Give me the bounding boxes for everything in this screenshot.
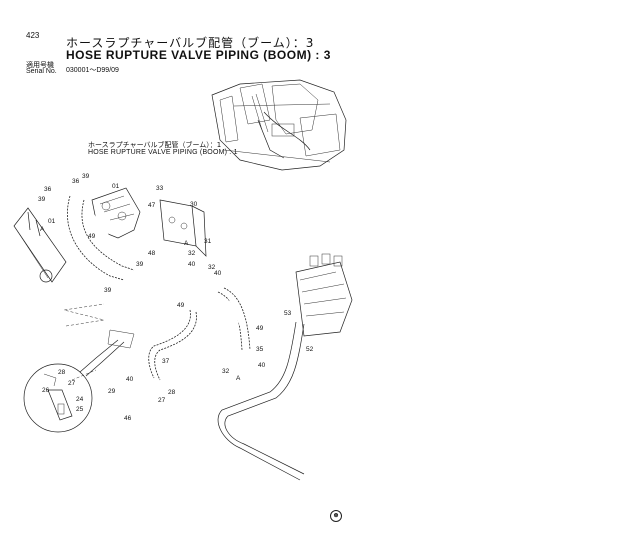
- boom-cylinder-left: [13, 207, 67, 283]
- callout-A: A: [236, 375, 241, 382]
- page-number: 423: [26, 31, 40, 40]
- excavator-overview-illustration: [211, 79, 347, 171]
- callout-36: 36: [44, 186, 52, 193]
- callout-labels: 36 39 01 36 39 01 A 49 39 39 33 47 30 31…: [38, 173, 314, 422]
- callout-01: 01: [48, 218, 56, 225]
- callout-01: 01: [112, 183, 120, 190]
- page-title-japanese: ホースラプチャーバルブ配管（ブーム）：3: [66, 36, 315, 50]
- callout-40: 40: [188, 261, 196, 268]
- callout-49: 49: [256, 325, 264, 332]
- serial-label-english: Serial No.: [26, 68, 57, 75]
- callout-31: 31: [204, 238, 212, 245]
- bracket-30: [159, 199, 207, 257]
- callout-40: 40: [258, 362, 266, 369]
- callout-39: 39: [38, 196, 46, 203]
- callout-26: 26: [42, 387, 50, 394]
- pipe-52: [217, 321, 305, 481]
- callout-39: 39: [136, 261, 144, 268]
- hose-49-middle: [217, 287, 251, 351]
- callout-53: 53: [284, 310, 292, 317]
- registered-mark: ⊛: [330, 510, 342, 522]
- callout-33: 33: [156, 185, 164, 192]
- reference-note-english: HOSE RUPTURE VALVE PIPING (BOOM) : 1: [88, 149, 238, 156]
- callout-48: 48: [148, 250, 156, 257]
- pipe-29: [79, 329, 135, 377]
- page-title-english: HOSE RUPTURE VALVE PIPING (BOOM) : 3: [66, 48, 331, 62]
- callout-40: 40: [126, 376, 134, 383]
- serial-range: 030001～D99/09: [66, 67, 119, 74]
- callout-49: 49: [177, 302, 185, 309]
- callout-A: A: [184, 240, 189, 247]
- callout-32: 32: [222, 368, 230, 375]
- callout-39: 39: [82, 173, 90, 180]
- callout-32: 32: [208, 264, 216, 271]
- callout-29: 29: [108, 388, 116, 395]
- callout-30: 30: [190, 201, 198, 208]
- serial-label-japanese: 適用号機: [26, 61, 54, 69]
- dashed-guide-lines: [63, 303, 105, 381]
- reference-note-japanese: ホースラプチャーバルブ配管（ブーム）：1: [88, 141, 222, 149]
- callout-27: 27: [158, 397, 166, 404]
- callout-37: 37: [162, 358, 170, 365]
- callout-A: A: [40, 226, 45, 233]
- callout-46: 46: [124, 415, 132, 422]
- callout-52: 52: [306, 346, 314, 353]
- control-valve: [295, 253, 353, 337]
- callout-49: 49: [88, 233, 96, 240]
- callout-32: 32: [188, 250, 196, 257]
- detail-view-circle: [23, 363, 93, 433]
- hose-49-left: [67, 195, 135, 281]
- callout-28: 28: [58, 369, 66, 376]
- callout-47: 47: [148, 202, 156, 209]
- hose-37: [148, 309, 197, 381]
- callout-28: 28: [168, 389, 176, 396]
- callout-39: 39: [104, 287, 112, 294]
- callout-27: 27: [68, 380, 76, 387]
- callout-25: 25: [76, 406, 84, 413]
- callout-24: 24: [76, 396, 84, 403]
- callout-36: 36: [72, 178, 80, 185]
- callout-35: 35: [256, 346, 264, 353]
- callout-40: 40: [214, 270, 222, 277]
